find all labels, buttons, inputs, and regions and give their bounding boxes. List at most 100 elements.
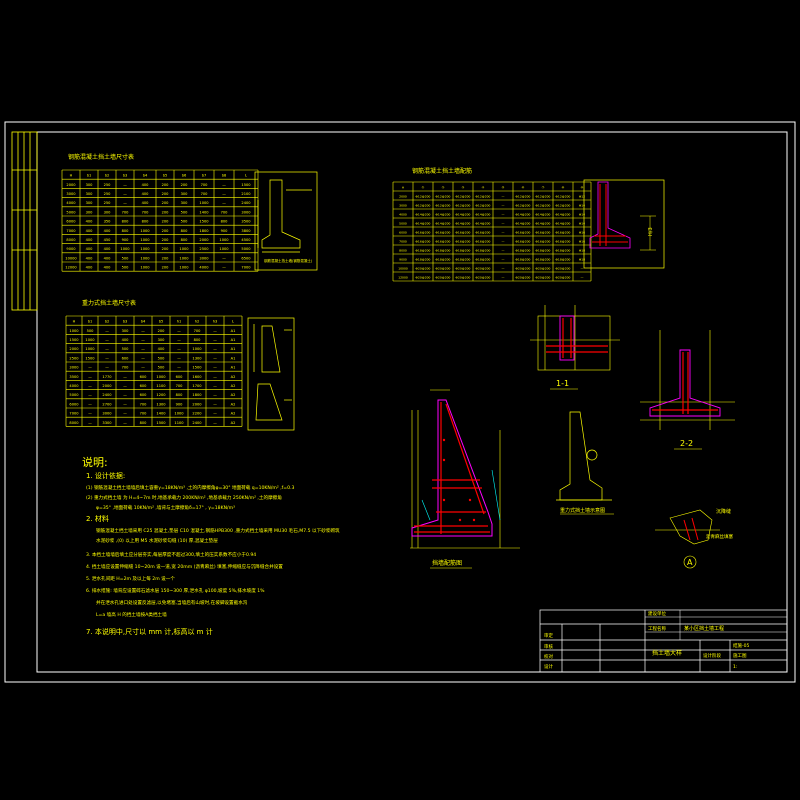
table3-cell: — bbox=[213, 329, 217, 333]
table2-cell: Φ14@200 bbox=[516, 221, 531, 225]
table1-cell: 300 bbox=[181, 201, 189, 205]
table2-cell: Φ12@200 bbox=[556, 194, 571, 198]
table1-cell: 200 bbox=[162, 229, 170, 233]
table3-cell: 1300 bbox=[192, 356, 202, 360]
table2-cell: Φ20@200 bbox=[476, 266, 491, 270]
table3-cell: 600 bbox=[140, 375, 148, 379]
table1-cell: 6000 bbox=[66, 220, 76, 224]
title-drawing: 挡土墙大样 bbox=[652, 649, 682, 657]
table2-cell: Φ16 bbox=[579, 239, 585, 243]
table3-cell: — bbox=[123, 375, 127, 379]
table3-cell: A2 bbox=[231, 412, 236, 416]
table2-cell: Φ12@200 bbox=[516, 194, 531, 198]
table1-cell: 500 bbox=[181, 220, 189, 224]
table1-cell: 2500 bbox=[199, 247, 209, 251]
title-stage: 施工图 bbox=[733, 652, 747, 659]
table1-cell: 500 bbox=[122, 266, 130, 270]
table2-cell: Φ14 bbox=[579, 212, 585, 216]
table2-cell: — bbox=[502, 275, 505, 279]
table3-cell: — bbox=[88, 402, 92, 406]
table3-cell: 300 bbox=[122, 329, 130, 333]
table2-cell: Φ16@200 bbox=[476, 230, 491, 234]
table1-cell: 800 bbox=[181, 229, 189, 233]
table1-cell: 1400 bbox=[199, 210, 209, 214]
table3-cell: — bbox=[177, 356, 181, 360]
table1-sketch bbox=[254, 171, 318, 271]
table3-cell: A2 bbox=[231, 393, 236, 397]
title-row-2: 审核 bbox=[544, 643, 553, 650]
note-line: 5. 泄水孔间距 H=2m 及以上每 2m 设一个 bbox=[86, 575, 175, 582]
table2-cell: — bbox=[502, 239, 505, 243]
table2-cell: Φ14@200 bbox=[416, 221, 431, 225]
note-line: (2) 重力式挡土墙 为 H=4~7m 时,地基承载力 200KN/m² ,地基… bbox=[86, 494, 282, 501]
title-sheet: 结施-05 bbox=[733, 642, 749, 649]
table2-cell: — bbox=[502, 266, 505, 270]
table2-cell: 9000 bbox=[399, 257, 407, 261]
table2-cell: Φ18 bbox=[579, 248, 585, 252]
table3-header-cell: b3 bbox=[123, 320, 128, 324]
table2-cell: Φ14@200 bbox=[476, 221, 491, 225]
table1-title: 钢筋混凝土挡土墙尺寸表 bbox=[68, 153, 134, 161]
table3-cell: 800 bbox=[140, 421, 148, 425]
table1-cell: 200 bbox=[162, 183, 170, 187]
table3-cell: 1100 bbox=[156, 384, 166, 388]
table2-cell: — bbox=[502, 257, 505, 261]
table2-cell: — bbox=[502, 221, 505, 225]
section-2-2: 2-2 bbox=[640, 330, 735, 450]
table3-cell: — bbox=[88, 384, 92, 388]
table2-header-cell: ② bbox=[442, 185, 445, 189]
table1-cell: 300 bbox=[104, 210, 112, 214]
table1-cell: 200 bbox=[162, 247, 170, 251]
table2-cell: Φ18@200 bbox=[416, 248, 431, 252]
table1-cell: 1500 bbox=[199, 220, 209, 224]
table3-cell: 700 bbox=[176, 384, 184, 388]
table2-cell: Φ16@200 bbox=[476, 239, 491, 243]
table3-cell: A2 bbox=[231, 375, 236, 379]
table1-cell: 400 bbox=[86, 256, 94, 260]
table3-cell: 600 bbox=[140, 384, 148, 388]
table2-cell: 12000 bbox=[398, 275, 408, 279]
table1-cell: — bbox=[123, 192, 127, 196]
table2-cell: Φ18@200 bbox=[536, 248, 551, 252]
table3-cell: — bbox=[213, 375, 217, 379]
table2-cell: Φ20@200 bbox=[516, 266, 531, 270]
table2-cell: — bbox=[502, 203, 505, 207]
table2-cell: Φ12@200 bbox=[536, 194, 551, 198]
table1-cell: 1000 bbox=[140, 266, 150, 270]
table3-cell: A2 bbox=[231, 384, 236, 388]
table2-cell: Φ12@200 bbox=[416, 194, 431, 198]
table1-cell: 400 bbox=[86, 229, 94, 233]
title-scale: 1: bbox=[733, 664, 737, 670]
table2-cell: Φ16@200 bbox=[516, 230, 531, 234]
table1-header-cell: b2 bbox=[105, 174, 110, 178]
section-1-1: 1-1 bbox=[530, 305, 620, 390]
table1-cell: 200 bbox=[162, 256, 170, 260]
table2-cell: Φ18@200 bbox=[556, 248, 571, 252]
table2-cell: 8000 bbox=[399, 248, 407, 252]
table1-cell: 3800 bbox=[241, 229, 251, 233]
table1-cell: 800 bbox=[221, 220, 229, 224]
table2-cell: Φ12@200 bbox=[476, 194, 491, 198]
table1-cell: 400 bbox=[104, 247, 112, 251]
table3-cell: 600 bbox=[122, 356, 130, 360]
table1-cell: 250 bbox=[104, 192, 112, 196]
table3-cell: — bbox=[105, 347, 109, 351]
table2-cell: Φ20@200 bbox=[436, 275, 451, 279]
table3-cell: — bbox=[105, 338, 109, 342]
table2-cell: — bbox=[581, 266, 584, 270]
table2-header-cell: ④ bbox=[482, 185, 485, 189]
table3-header-cell: h1 bbox=[177, 320, 182, 324]
table2-cell: Φ16@200 bbox=[436, 239, 451, 243]
main-wall-section: 挡墙配筋图 bbox=[410, 389, 520, 569]
table3-cell: — bbox=[141, 338, 145, 342]
table1-cell: 300 bbox=[86, 210, 94, 214]
table3-cell: 1700 bbox=[192, 384, 202, 388]
table2-cell: Φ20@200 bbox=[476, 275, 491, 279]
table2-cell: — bbox=[502, 248, 505, 252]
table3-cell: 800 bbox=[194, 338, 202, 342]
table3-cell: — bbox=[213, 338, 217, 342]
